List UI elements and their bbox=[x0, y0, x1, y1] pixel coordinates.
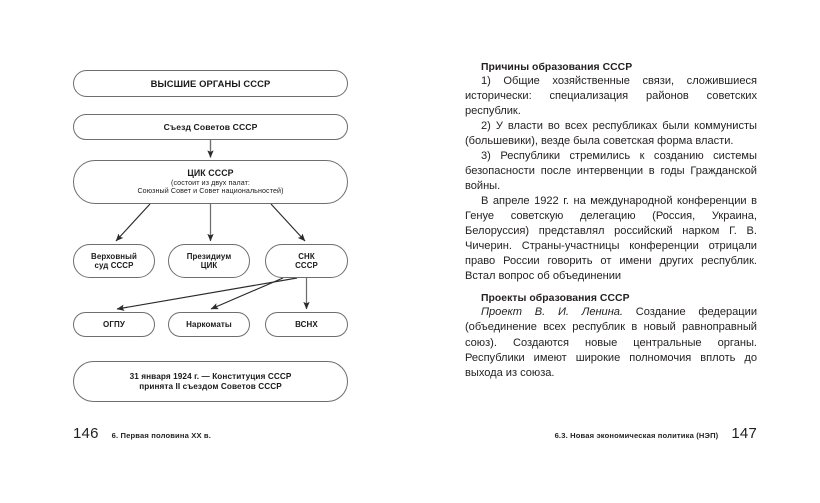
paragraph-reason-1: 1) Общие хозяйственные связи, сложившиес… bbox=[465, 75, 757, 118]
lenin-project-lead-italic: Проект В. И. Ленина. bbox=[481, 306, 623, 319]
diagram-node-constitution-1924[interactable]: 31 января 1924 г. — Конституция СССР при… bbox=[73, 361, 348, 402]
node-label: Съезд Советов СССР bbox=[163, 121, 258, 132]
running-head-left: 6. Первая половина XX в. bbox=[111, 431, 212, 440]
node-label-line2: ЦИК bbox=[200, 261, 218, 270]
node-label-line2: суд СССР bbox=[94, 261, 134, 270]
page-number-left: 146 bbox=[73, 425, 99, 442]
node-sublabel-line2: Союзный Совет и Совет национальностей) bbox=[137, 187, 284, 196]
running-head-right: 6.3. Новая экономическая политика (НЭП) bbox=[554, 431, 719, 440]
page-number-right: 147 bbox=[731, 425, 757, 442]
left-page: ВЫСШИЕ ОРГАНЫ СССР Съезд Советов СССР ЦИ… bbox=[73, 70, 348, 442]
node-label-line2: принята II съездом Советов СССР bbox=[139, 381, 282, 391]
paragraph-lenin-project: Проект В. И. Ленина. Создание федерации … bbox=[465, 305, 757, 380]
node-label-line1: Президиум bbox=[186, 251, 232, 261]
diagram-node-narkomaty[interactable]: Наркоматы bbox=[168, 312, 250, 337]
node-label-line1: СНК bbox=[298, 251, 315, 261]
right-page-footer: 6.3. Новая экономическая политика (НЭП) … bbox=[465, 425, 757, 442]
paragraph-reason-2: 2) У власти во всех республиках были ком… bbox=[465, 120, 757, 148]
node-label: ОГПУ bbox=[103, 319, 125, 329]
right-page: Причины образования СССР 1) Общие хозяйс… bbox=[410, 0, 820, 503]
diagram-node-snk-ussr[interactable]: СНК СССР bbox=[265, 244, 348, 278]
node-label-line1: Верховный bbox=[91, 251, 137, 261]
diagram-node-supreme-organs[interactable]: ВЫСШИЕ ОРГАНЫ СССР bbox=[73, 70, 348, 97]
paragraph-genoa-conference: В апреле 1922 г. на международной конфер… bbox=[465, 195, 757, 283]
node-label-line2: СССР bbox=[295, 261, 318, 270]
diagram-node-presidium-cik[interactable]: Президиум ЦИК bbox=[168, 244, 250, 278]
lenin-project-rest: Создание федерации (объединение всех рес… bbox=[465, 306, 757, 379]
node-label: ВЫСШИЕ ОРГАНЫ СССР bbox=[150, 77, 271, 89]
left-page-footer: 146 6. Первая половина XX в. bbox=[73, 425, 211, 442]
node-label-line1: 31 января 1924 г. — Конституция СССР bbox=[129, 371, 292, 381]
paragraph-reason-3: 3) Республики стремились к созданию сист… bbox=[465, 150, 757, 193]
text-column: Причины образования СССР 1) Общие хозяйс… bbox=[465, 62, 757, 381]
heading-reasons-ussr-formation: Причины образования СССР bbox=[481, 62, 633, 73]
diagram-node-congress-of-soviets[interactable]: Съезд Советов СССР bbox=[73, 114, 348, 140]
node-label: ЦИК СССР bbox=[187, 168, 234, 179]
diagram-node-vsnh[interactable]: ВСНХ bbox=[265, 312, 348, 337]
node-label: Наркоматы bbox=[186, 319, 232, 329]
diagram-node-cik-ussr[interactable]: ЦИК СССР (состоит из двух палат: Союзный… bbox=[73, 160, 348, 204]
node-sublabel-line1: (состоит из двух палат: bbox=[170, 178, 250, 187]
heading-ussr-formation-projects: Проекты образования СССР bbox=[481, 293, 630, 305]
diagram-node-supreme-court[interactable]: Верховный суд СССР bbox=[73, 244, 155, 278]
diagram-node-ogpu[interactable]: ОГПУ bbox=[73, 312, 155, 337]
node-label: ВСНХ bbox=[295, 319, 318, 329]
